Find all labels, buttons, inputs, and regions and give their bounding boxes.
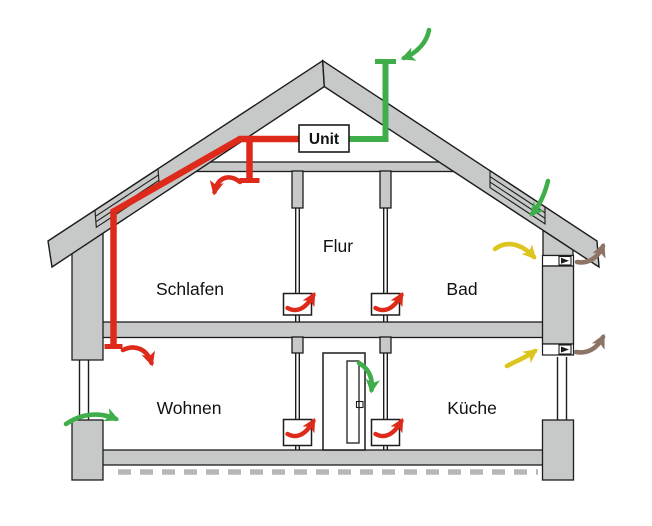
kueche-wall-vent-slot	[541, 343, 575, 356]
left-exterior-wall	[71, 230, 104, 481]
ground-floor-slab	[99, 449, 546, 466]
unit-box	[298, 124, 350, 153]
door-airflow-arrow-icon	[356, 360, 380, 394]
window-airflow-arrow-icon	[63, 408, 120, 427]
wall-cap	[379, 336, 392, 354]
exhaust-arrows-inside	[492, 241, 538, 369]
wall-cap	[379, 170, 392, 209]
wall-cap	[291, 336, 304, 354]
room-label-wohnen: Wohnen	[157, 398, 222, 418]
supply-duct-red	[104, 135, 300, 367]
overflow-arrows	[285, 292, 404, 439]
mid-floor-slab	[99, 321, 546, 339]
room-labels: Flur Schlafen Bad Wohnen Küche	[156, 236, 497, 418]
kueche-outdoor-exhaust-arrow-icon	[573, 333, 606, 355]
supply-duct-main	[110, 135, 300, 344]
skylight-glass	[489, 169, 546, 225]
ventilation-unit: Unit	[298, 124, 350, 153]
valve-box	[558, 344, 572, 355]
bad-vent-valve-icon	[558, 255, 572, 266]
fresh-air-duct	[349, 64, 389, 142]
room-label-kueche: Küche	[447, 398, 497, 418]
right-wall-middle	[541, 265, 575, 345]
valve-triangle	[561, 346, 569, 353]
room-label-schlafen: Schlafen	[156, 279, 224, 299]
kueche-vent-valve-icon	[558, 344, 572, 355]
valve-triangle	[561, 257, 569, 264]
door-handle	[355, 400, 364, 409]
bad-outdoor-exhaust-arrow-icon	[574, 242, 606, 265]
overflow-arrow-schlafen-flur-icon	[285, 292, 316, 313]
fresh-air-green	[63, 27, 551, 427]
unit-label: Unit	[309, 131, 339, 148]
overflow-arrow-flur-bad-icon	[373, 292, 404, 313]
exhaust-arrows-outside	[573, 242, 606, 355]
valve-box	[558, 255, 572, 266]
room-label-bad: Bad	[446, 279, 477, 299]
interior-door	[322, 352, 366, 451]
skylight-line	[95, 174, 159, 217]
skylight-airflow-arrow-icon	[529, 178, 551, 217]
wall-cap	[291, 170, 304, 209]
attic-floor-slab	[185, 161, 457, 173]
kueche-exhaust-arrow-icon	[504, 348, 538, 369]
bad-exhaust-arrow-icon	[492, 241, 537, 260]
overflow-arrow-wohnen-icon	[285, 418, 316, 439]
right-wall-footing	[541, 419, 575, 481]
left-wall-footing	[71, 419, 104, 481]
roof-intake-arrow-icon	[400, 27, 432, 61]
overflow-arrow-kueche-icon	[373, 418, 404, 439]
room-label-flur: Flur	[323, 236, 353, 256]
right-exterior-wall	[541, 229, 575, 481]
schlafen-supply-arrow-icon	[209, 175, 243, 196]
wohnen-supply-arrow-icon	[120, 345, 156, 367]
